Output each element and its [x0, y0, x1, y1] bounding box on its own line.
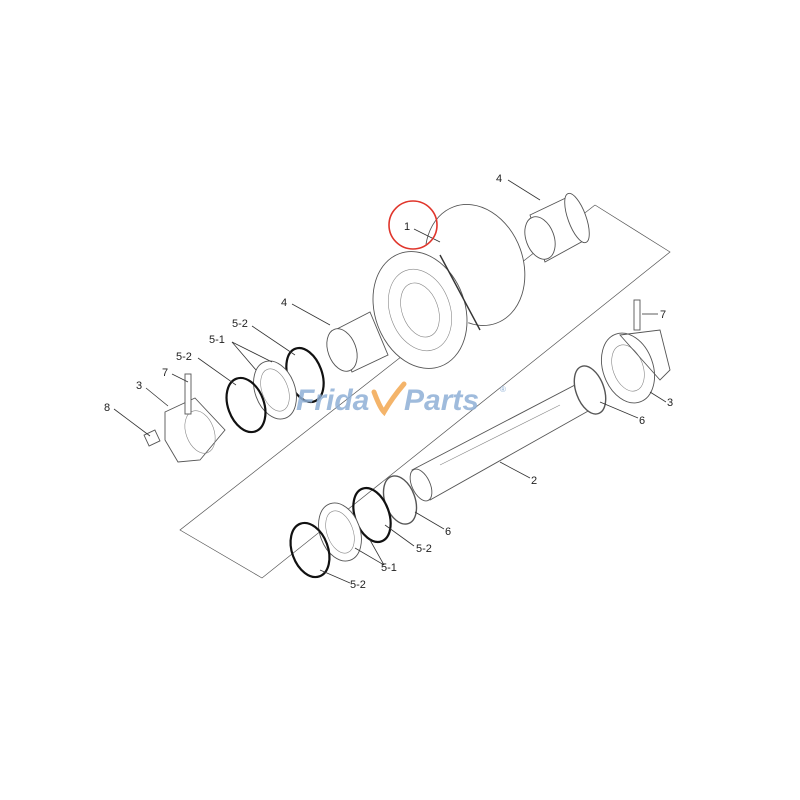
- seal-group-lower: [289, 475, 418, 579]
- leader-lines: [113, 179, 667, 584]
- callout-5-2-b: 5-2: [176, 351, 192, 363]
- svg-text:Parts: Parts: [404, 384, 479, 417]
- assembly-frame: [179, 204, 671, 579]
- collar-left: [143, 373, 226, 463]
- callout-4-upper: 4: [496, 173, 502, 185]
- callout-3-left: 3: [136, 380, 142, 392]
- callout-7-left: 7: [162, 367, 168, 379]
- callout-labels: 1 4 4 5-2 5-1 5-2 7 3 8 7 3 6 2 6 5-2 5-…: [104, 173, 673, 591]
- shaft: [409, 384, 591, 502]
- bushing-lower: [326, 311, 389, 373]
- track-roller: [372, 204, 526, 369]
- callout-5-1-b: 5-1: [381, 562, 397, 574]
- callout-1: 1: [404, 221, 410, 233]
- svg-text:Frida: Frida: [296, 384, 369, 417]
- watermark-logo: Frida Parts ®: [296, 381, 506, 417]
- callout-5-2-c: 5-2: [416, 543, 432, 555]
- check-mark-icon: [371, 381, 407, 417]
- callout-5-2-d: 5-2: [350, 579, 366, 591]
- callout-3-right: 3: [667, 397, 673, 409]
- svg-text:®: ®: [500, 385, 506, 394]
- callout-4-lower: 4: [281, 297, 287, 309]
- callout-6-lower: 6: [445, 526, 451, 538]
- callout-5-2-a: 5-2: [232, 318, 248, 330]
- bushing-upper: [524, 192, 590, 263]
- callout-7-right: 7: [660, 309, 666, 321]
- callout-2: 2: [531, 475, 537, 487]
- callout-6-right: 6: [639, 415, 645, 427]
- collar-right: [573, 299, 671, 415]
- callout-8: 8: [104, 402, 110, 414]
- seal-group-upper: [225, 346, 325, 434]
- highlight-circle: [388, 200, 438, 250]
- callout-5-1-a: 5-1: [209, 334, 225, 346]
